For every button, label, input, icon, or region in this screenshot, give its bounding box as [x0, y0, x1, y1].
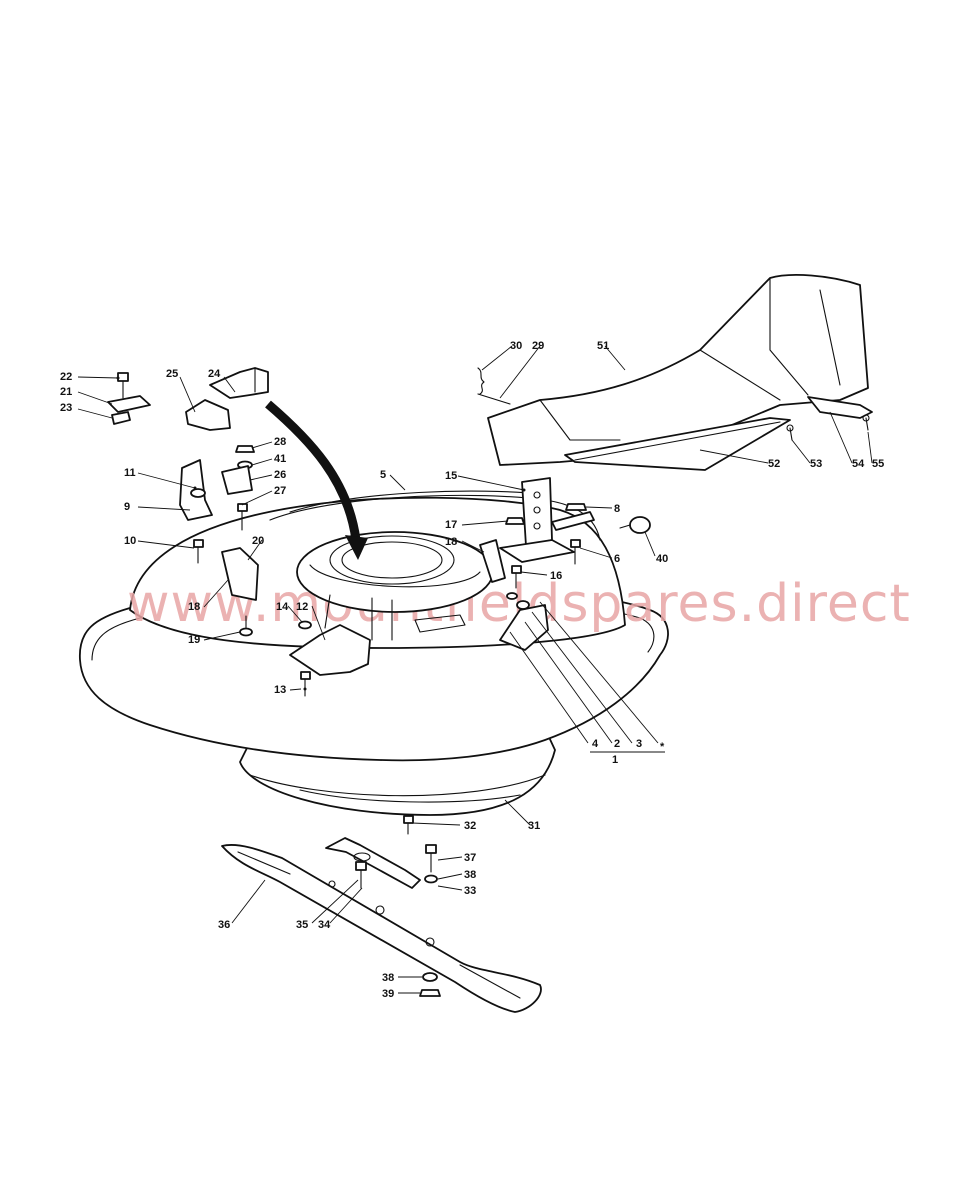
- callout-38-upper: 38: [464, 869, 476, 881]
- callout-16: 16: [550, 570, 562, 582]
- callout-55: 55: [872, 458, 884, 470]
- callout-21: 21: [60, 386, 72, 398]
- callout-9: 9: [124, 501, 130, 513]
- callout-19: 19: [188, 634, 200, 646]
- callout-54: 54: [852, 458, 865, 470]
- height-adjust-hardware: [107, 367, 870, 835]
- callout-10: 10: [124, 535, 136, 547]
- callout-labels: 1 2 3 4 * 5 6 8 9 10 11 12 13 14 15 16 1…: [60, 340, 884, 1000]
- callout-24: 24: [208, 368, 221, 380]
- callout-18-right: 18: [445, 536, 457, 548]
- callout-53: 53: [810, 458, 822, 470]
- callout-13: 13: [274, 684, 286, 696]
- callout-star: *: [660, 741, 665, 753]
- callout-17: 17: [445, 519, 457, 531]
- assembly-arrow: [265, 400, 368, 560]
- blade-assembly: [221, 837, 542, 1013]
- callout-11: 11: [124, 467, 136, 479]
- callout-8: 8: [614, 503, 620, 515]
- callout-15: 15: [445, 470, 457, 482]
- callout-40: 40: [656, 553, 668, 565]
- callout-4: 4: [592, 738, 599, 750]
- callout-26: 26: [274, 469, 286, 481]
- leader-lines: [77, 345, 873, 994]
- callout-33: 33: [464, 885, 476, 897]
- callout-38-lower: 38: [382, 972, 394, 984]
- callout-1: 1: [612, 754, 618, 766]
- callout-25: 25: [166, 368, 178, 380]
- callout-29: 29: [532, 340, 544, 352]
- callout-32: 32: [464, 820, 476, 832]
- callout-12: 12: [296, 601, 308, 613]
- callout-28: 28: [274, 436, 286, 448]
- callout-34: 34: [318, 919, 331, 931]
- callout-41: 41: [274, 453, 286, 465]
- callout-3: 3: [636, 738, 642, 750]
- callout-20: 20: [252, 535, 264, 547]
- callout-36: 36: [218, 919, 230, 931]
- callout-14: 14: [276, 601, 289, 613]
- callout-39: 39: [382, 988, 394, 1000]
- discharge-chute: [477, 274, 873, 471]
- callout-51: 51: [597, 340, 609, 352]
- callout-31: 31: [528, 820, 540, 832]
- callout-6: 6: [614, 553, 620, 565]
- callout-35: 35: [296, 919, 308, 931]
- callout-30: 30: [510, 340, 522, 352]
- callout-5: 5: [380, 469, 386, 481]
- callout-23: 23: [60, 402, 72, 414]
- callout-37: 37: [464, 852, 476, 864]
- callout-22: 22: [60, 371, 72, 383]
- callout-52: 52: [768, 458, 780, 470]
- callout-18-left: 18: [188, 601, 200, 613]
- callout-27: 27: [274, 485, 286, 497]
- callout-2: 2: [614, 738, 620, 750]
